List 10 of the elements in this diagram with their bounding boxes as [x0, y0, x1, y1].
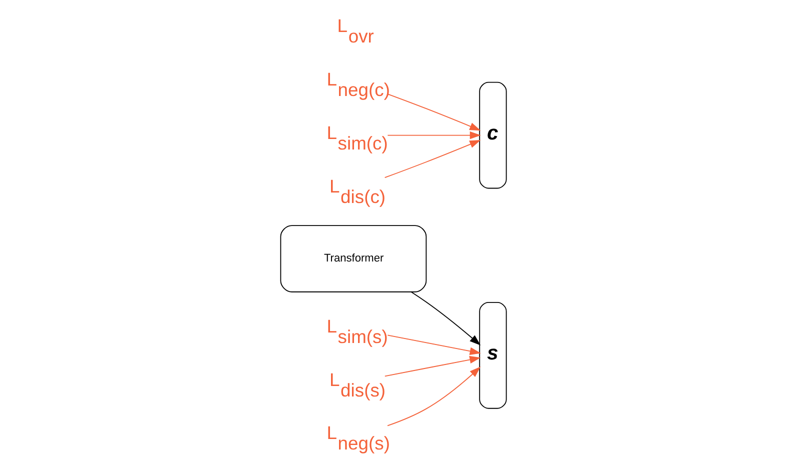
- arrow: [386, 366, 480, 426]
- node-box: c: [478, 82, 506, 189]
- arrow: [384, 140, 480, 178]
- node-box: s: [478, 302, 506, 409]
- node-box: Transformer: [280, 225, 426, 292]
- arrow: [386, 131, 480, 140]
- arrow: [386, 94, 480, 131]
- arrow: [384, 356, 480, 377]
- arrow: [410, 292, 480, 346]
- arrow: [386, 334, 480, 355]
